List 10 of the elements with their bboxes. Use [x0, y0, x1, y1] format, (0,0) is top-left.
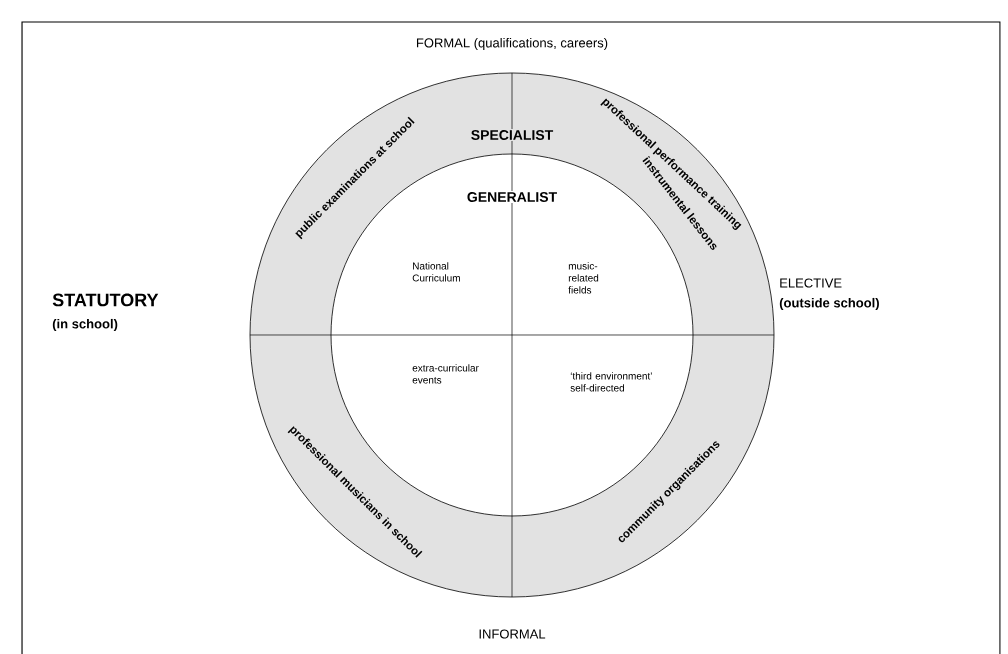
axis-label: INFORMAL [479, 629, 546, 639]
axis-label: (in school) [52, 318, 118, 332]
axis-label: FORMAL (qualifications, careers) [417, 37, 608, 51]
axis-label: (outside school) [779, 297, 879, 311]
quadrant-text: music-related fields [568, 262, 599, 294]
quadrant-text: extra-curricular events [412, 364, 479, 384]
quadrant-text: ‘third environment’ self-directed [570, 372, 652, 392]
axis-label: STATUTORY [52, 293, 159, 307]
axis-label: ELECTIVE [780, 278, 842, 288]
quadrant-text: National Curriculum [412, 262, 460, 282]
